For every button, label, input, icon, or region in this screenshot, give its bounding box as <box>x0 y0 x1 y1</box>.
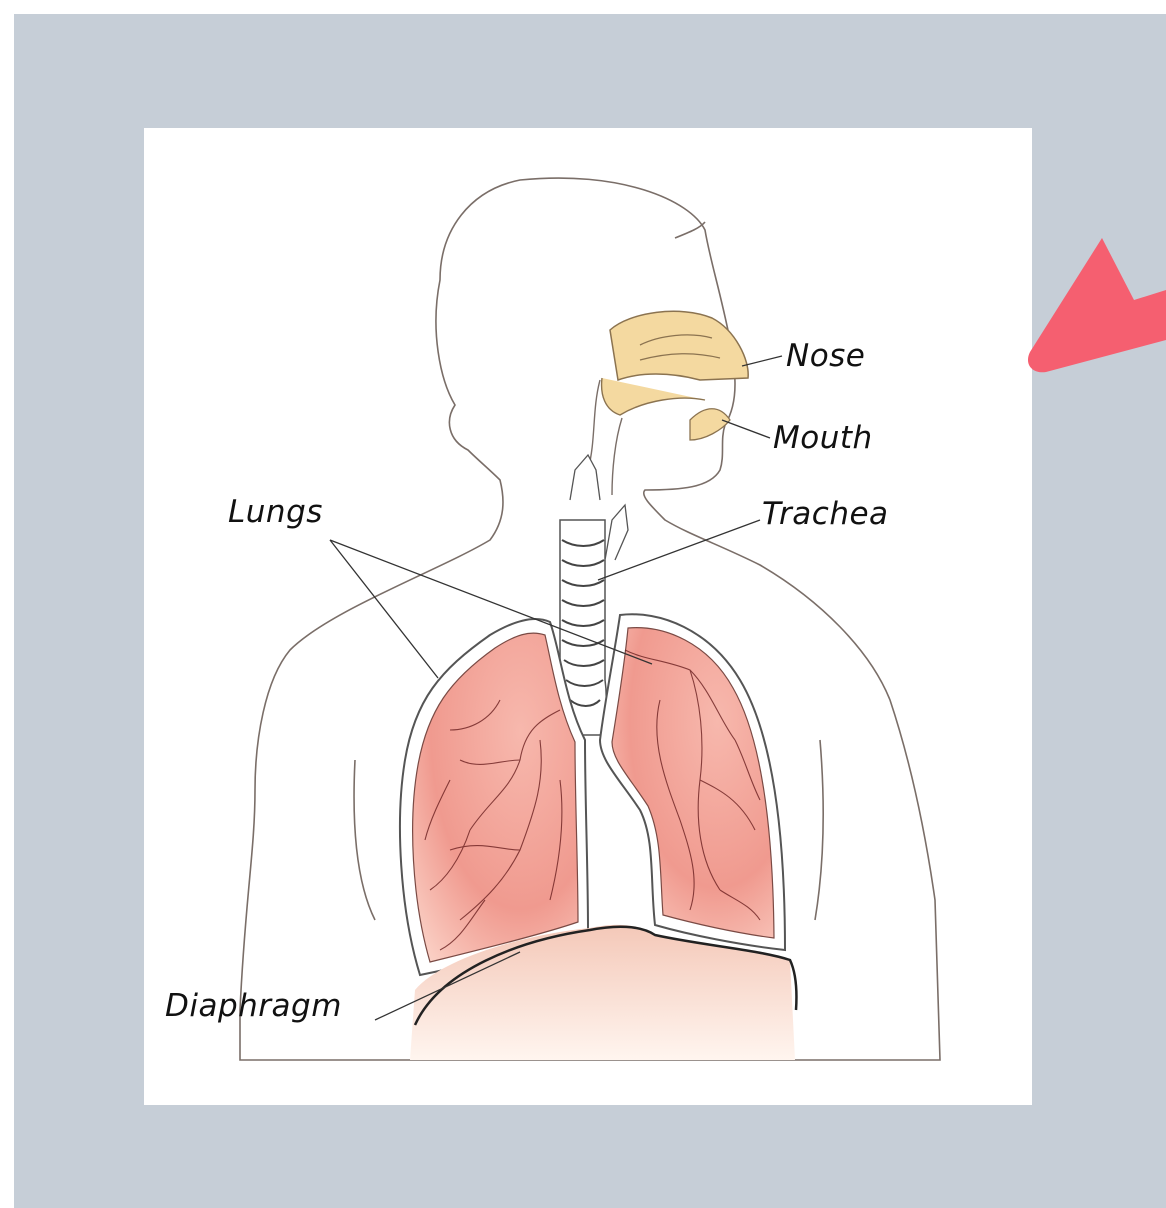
label-trachea: Trachea <box>762 496 889 532</box>
left-lung <box>400 619 588 975</box>
label-nose: Nose <box>786 338 865 374</box>
label-diaphragm: Diaphragm <box>165 988 342 1024</box>
mouth-leader-line <box>722 420 770 438</box>
nasal-cavity <box>588 311 748 495</box>
label-mouth: Mouth <box>773 420 873 456</box>
right-lung <box>600 614 785 950</box>
nose-leader-line <box>742 356 782 366</box>
label-lungs: Lungs <box>228 494 323 530</box>
arrow-pointer-icon <box>1028 238 1166 372</box>
